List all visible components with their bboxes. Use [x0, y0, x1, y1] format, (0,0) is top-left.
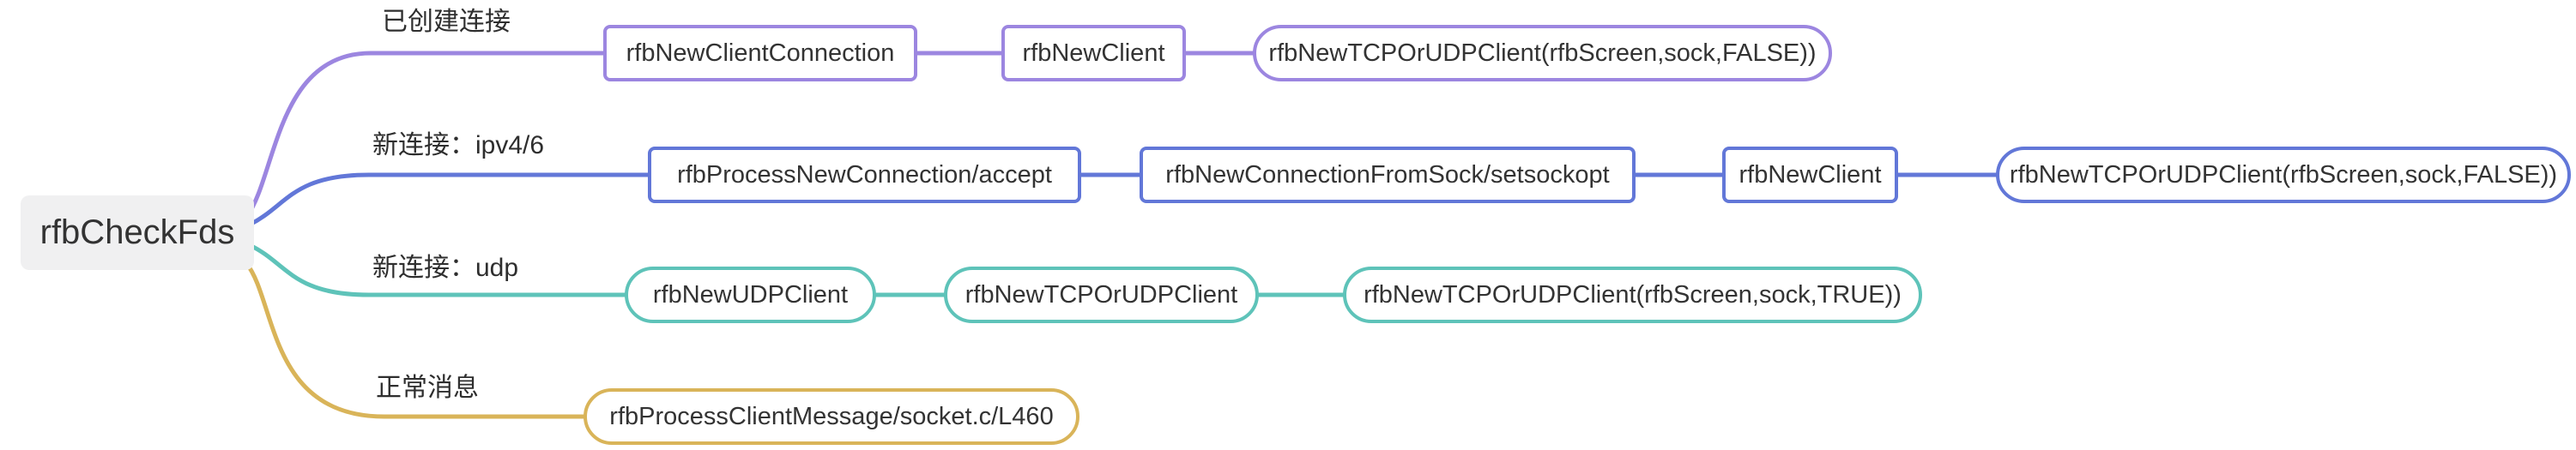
- node-rfb-new-client-branch1[interactable]: rfbNewClient: [1001, 25, 1186, 81]
- node-rfb-new-client-branch2[interactable]: rfbNewClient: [1722, 147, 1898, 203]
- node-rfb-process-new-connection-accept[interactable]: rfbProcessNewConnection/accept: [648, 147, 1081, 203]
- root-node-rfbcheckfds[interactable]: rfbCheckFds: [21, 195, 254, 270]
- branch-label-new-connection-ipv4-6[interactable]: 新连接：ipv4/6: [372, 131, 545, 159]
- node-rfb-new-tcp-or-udp-client-false-branch2[interactable]: rfbNewTCPOrUDPClient(rfbScreen,sock,FALS…: [1996, 147, 2571, 203]
- connector-branch-normal-message: [244, 261, 586, 419]
- root-node-label: rfbCheckFds: [39, 213, 235, 251]
- node-rfb-new-udp-client[interactable]: rfbNewUDPClient: [625, 267, 876, 323]
- branch-label-normal-message[interactable]: 正常消息: [376, 374, 479, 402]
- node-rfb-new-connection-from-sock-setsockopt[interactable]: rfbNewConnectionFromSock/setsockopt: [1140, 147, 1636, 203]
- node-rfb-process-client-message-socket-c-l460[interactable]: rfbProcessClientMessage/socket.c/L460: [584, 388, 1079, 445]
- node-rfb-new-client-connection[interactable]: rfbNewClientConnection: [603, 25, 917, 81]
- node-rfb-new-tcp-or-udp-client[interactable]: rfbNewTCPOrUDPClient: [944, 267, 1259, 323]
- branch-label-new-connection-udp[interactable]: 新连接：udp: [372, 254, 519, 282]
- connector-branch-new-connection-ipv4-6: [247, 172, 1999, 227]
- connector-branch-new-connection-udp: [247, 243, 1345, 297]
- node-rfb-new-tcp-or-udp-client-false-branch1[interactable]: rfbNewTCPOrUDPClient(rfbScreen,sock,FALS…: [1253, 25, 1832, 81]
- connector-branch-created-connection: [245, 51, 1255, 219]
- node-rfb-new-tcp-or-udp-client-true[interactable]: rfbNewTCPOrUDPClient(rfbScreen,sock,TRUE…: [1343, 267, 1922, 323]
- branch-label-created-connection[interactable]: 已创建连接: [382, 8, 511, 36]
